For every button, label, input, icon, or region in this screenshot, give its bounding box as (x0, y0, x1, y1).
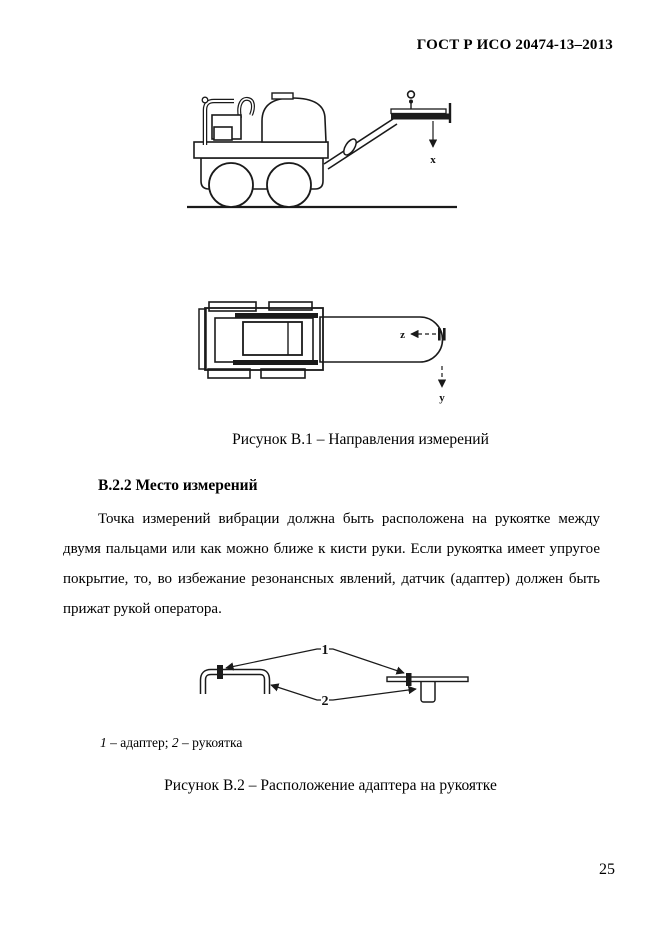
adapter-handles-drawing: 1 2 (199, 643, 469, 709)
paragraph-line: Точка измерений вибрации должна быть рас… (98, 511, 600, 527)
callout-1-label: 1 (322, 643, 329, 658)
roller-top-drawing: z y (198, 301, 447, 404)
front-drum (266, 162, 312, 208)
callout-2-label: 2 (322, 694, 329, 709)
legend-item-2-number: 2 (171, 735, 179, 750)
filler-cap (271, 92, 294, 100)
sensor-icon (406, 90, 416, 109)
body-paragraph: Точка измерений вибрации должна быть рас… (63, 504, 600, 624)
paragraph-line: прижат рукой оператора. (63, 601, 222, 617)
engine-block (211, 114, 242, 141)
document-header: ГОСТ Р ИСО 20474-13–2013 (416, 37, 613, 53)
figure-b2-drawing: 1 2 (175, 632, 485, 717)
adapter-left (217, 665, 223, 679)
roller-deck (193, 141, 329, 159)
paragraph-line: покрытие, то, во избежание резонансных я… (63, 571, 600, 587)
handle-joint (343, 138, 357, 156)
handle-bar (386, 676, 469, 683)
paragraph-line: двумя пальцами или как можно ближе к кис… (63, 541, 600, 557)
adapter-right (406, 673, 412, 686)
legend-item-1-number: 1 (100, 735, 107, 750)
legend-item-1-text: – адаптер; (106, 735, 172, 750)
y-axis-label: y (439, 392, 445, 404)
leader-2-left (270, 683, 321, 701)
section-heading: В.2.2 Место измерений (98, 477, 258, 494)
figure-b2-caption: Рисунок В.2 – Расположение адаптера на р… (164, 777, 497, 794)
rear-drum (208, 162, 254, 208)
leader-1-right (329, 648, 405, 675)
z-axis-label: z (400, 329, 405, 341)
handle-grip (390, 103, 452, 123)
legend-item-2-text: – рукоятка (178, 735, 243, 750)
machine-body-outline (204, 307, 324, 371)
engine-frame (201, 96, 255, 145)
handle-top-view (319, 316, 444, 363)
leader-1-left (225, 648, 321, 671)
figure-b1-side-view: x (185, 85, 460, 220)
loop-handle (199, 668, 271, 694)
front-bar (198, 308, 207, 370)
engine-top (242, 321, 303, 356)
side-rails (233, 313, 318, 365)
y-axis-arrow: y (437, 366, 447, 404)
figure-b1-top-view: z y (195, 290, 465, 405)
drum-edges (207, 301, 313, 379)
roller-side-drawing: x (187, 90, 457, 209)
x-axis-arrow: x (428, 121, 438, 166)
fuel-tank (261, 97, 327, 143)
handle-arm (323, 118, 398, 170)
x-axis-label: x (430, 154, 436, 166)
sensor-ticks (438, 328, 446, 341)
figure-b2-legend: 1 – адаптер; 2 – рукоятка (100, 735, 242, 751)
leader-2-right (329, 685, 417, 701)
z-axis-arrow: z (400, 329, 436, 341)
figure-b1-caption: Рисунок В.1 – Направления измерений (232, 431, 489, 448)
page-number: 25 (599, 861, 615, 878)
